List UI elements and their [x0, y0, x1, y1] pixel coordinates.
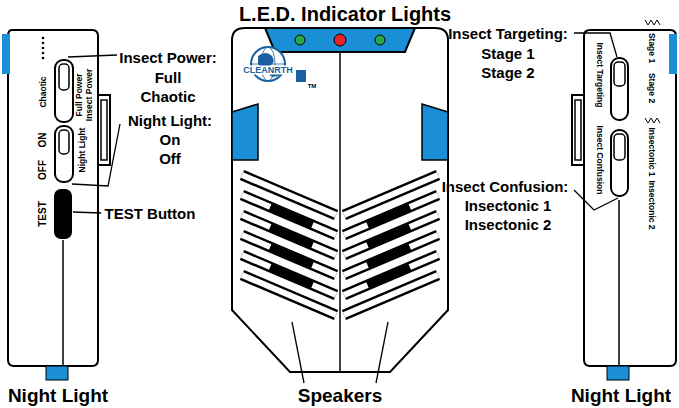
- device-print: Insectonic 1: [648, 127, 657, 176]
- speaker-slat: [344, 195, 438, 235]
- callout-option: Insectonic 1: [465, 198, 552, 213]
- speaker-slat: [344, 215, 438, 255]
- leader-lines: [68, 33, 618, 383]
- speaker-opening: [368, 207, 410, 225]
- device-print: Insect Targeting: [596, 42, 605, 107]
- left-side-view: [2, 30, 110, 380]
- callout-label: Insect Power:: [119, 50, 217, 65]
- device-print: ON: [38, 133, 48, 148]
- device-print: Night Light: [78, 128, 87, 173]
- speaker-slat: [242, 235, 336, 275]
- speaker-slat: [242, 255, 336, 295]
- callout-label: Night Light:: [128, 113, 212, 128]
- device-print: OFF: [38, 160, 48, 180]
- speaker-slat: [344, 175, 438, 215]
- logo-globe: [251, 47, 306, 82]
- speaker-slat: [242, 175, 336, 215]
- speaker-slat: [344, 235, 438, 275]
- callout-label: TEST Button: [105, 206, 196, 221]
- speaker-slat: [242, 275, 336, 315]
- speaker-opening: [368, 227, 410, 245]
- callout-option: Stage 2: [481, 65, 534, 80]
- speaker-slat: [344, 255, 438, 295]
- title-label: L.E.D. Indicator Lights: [239, 4, 451, 24]
- callout-option: On: [160, 132, 181, 147]
- speaker-opening: [270, 227, 312, 245]
- speaker-slat: [242, 235, 336, 275]
- speaker-slat: [242, 215, 336, 255]
- callout-label: Insect Confusion:: [442, 179, 569, 194]
- speaker-slat: [344, 195, 438, 235]
- callout-option: Full: [155, 70, 182, 85]
- speaker-slat: [242, 255, 336, 295]
- speaker-opening: [270, 247, 312, 265]
- device-print: Insect Power: [85, 69, 94, 121]
- speaker-slat: [242, 195, 336, 235]
- part-label: Speakers: [298, 386, 383, 405]
- device-print: Stage 1: [648, 33, 657, 63]
- speaker-opening: [270, 207, 312, 225]
- front-view: [232, 28, 448, 372]
- brand-name: CLEANRTH: [242, 66, 294, 75]
- device-print: Full Power: [75, 74, 84, 117]
- speaker-slat: [344, 255, 438, 295]
- callout-option: Chaotic: [140, 89, 195, 104]
- part-label: Night Light: [8, 386, 108, 405]
- callout-option: Off: [159, 151, 181, 166]
- speaker-slat: [242, 275, 336, 315]
- speaker-slat: [344, 175, 438, 215]
- speaker-slat: [344, 215, 438, 255]
- speaker-slat: [242, 195, 336, 235]
- speaker-slat: [344, 275, 438, 315]
- speaker-grille: [242, 175, 438, 315]
- trademark-mark: TM: [308, 83, 317, 89]
- part-label: Night Light: [571, 386, 671, 405]
- callout-option: Stage 1: [481, 46, 534, 61]
- speaker-slat: [344, 275, 438, 315]
- device-print: Insectonic 2: [648, 180, 657, 229]
- right-side-view: [572, 20, 677, 380]
- device-print: TEST: [38, 201, 48, 227]
- speaker-opening: [270, 267, 312, 285]
- device-print: Stage 2: [648, 73, 657, 103]
- speaker-slat: [242, 175, 336, 215]
- speaker-slat: [242, 215, 336, 255]
- callout-option: Insectonic 2: [465, 217, 552, 232]
- device-print: Chaotic: [39, 76, 48, 107]
- speaker-opening: [368, 247, 410, 265]
- speaker-slat: [344, 235, 438, 275]
- speaker-opening: [368, 267, 410, 285]
- device-print: Insect Confusion: [596, 126, 605, 195]
- callout-label: Insect Targeting:: [448, 26, 568, 41]
